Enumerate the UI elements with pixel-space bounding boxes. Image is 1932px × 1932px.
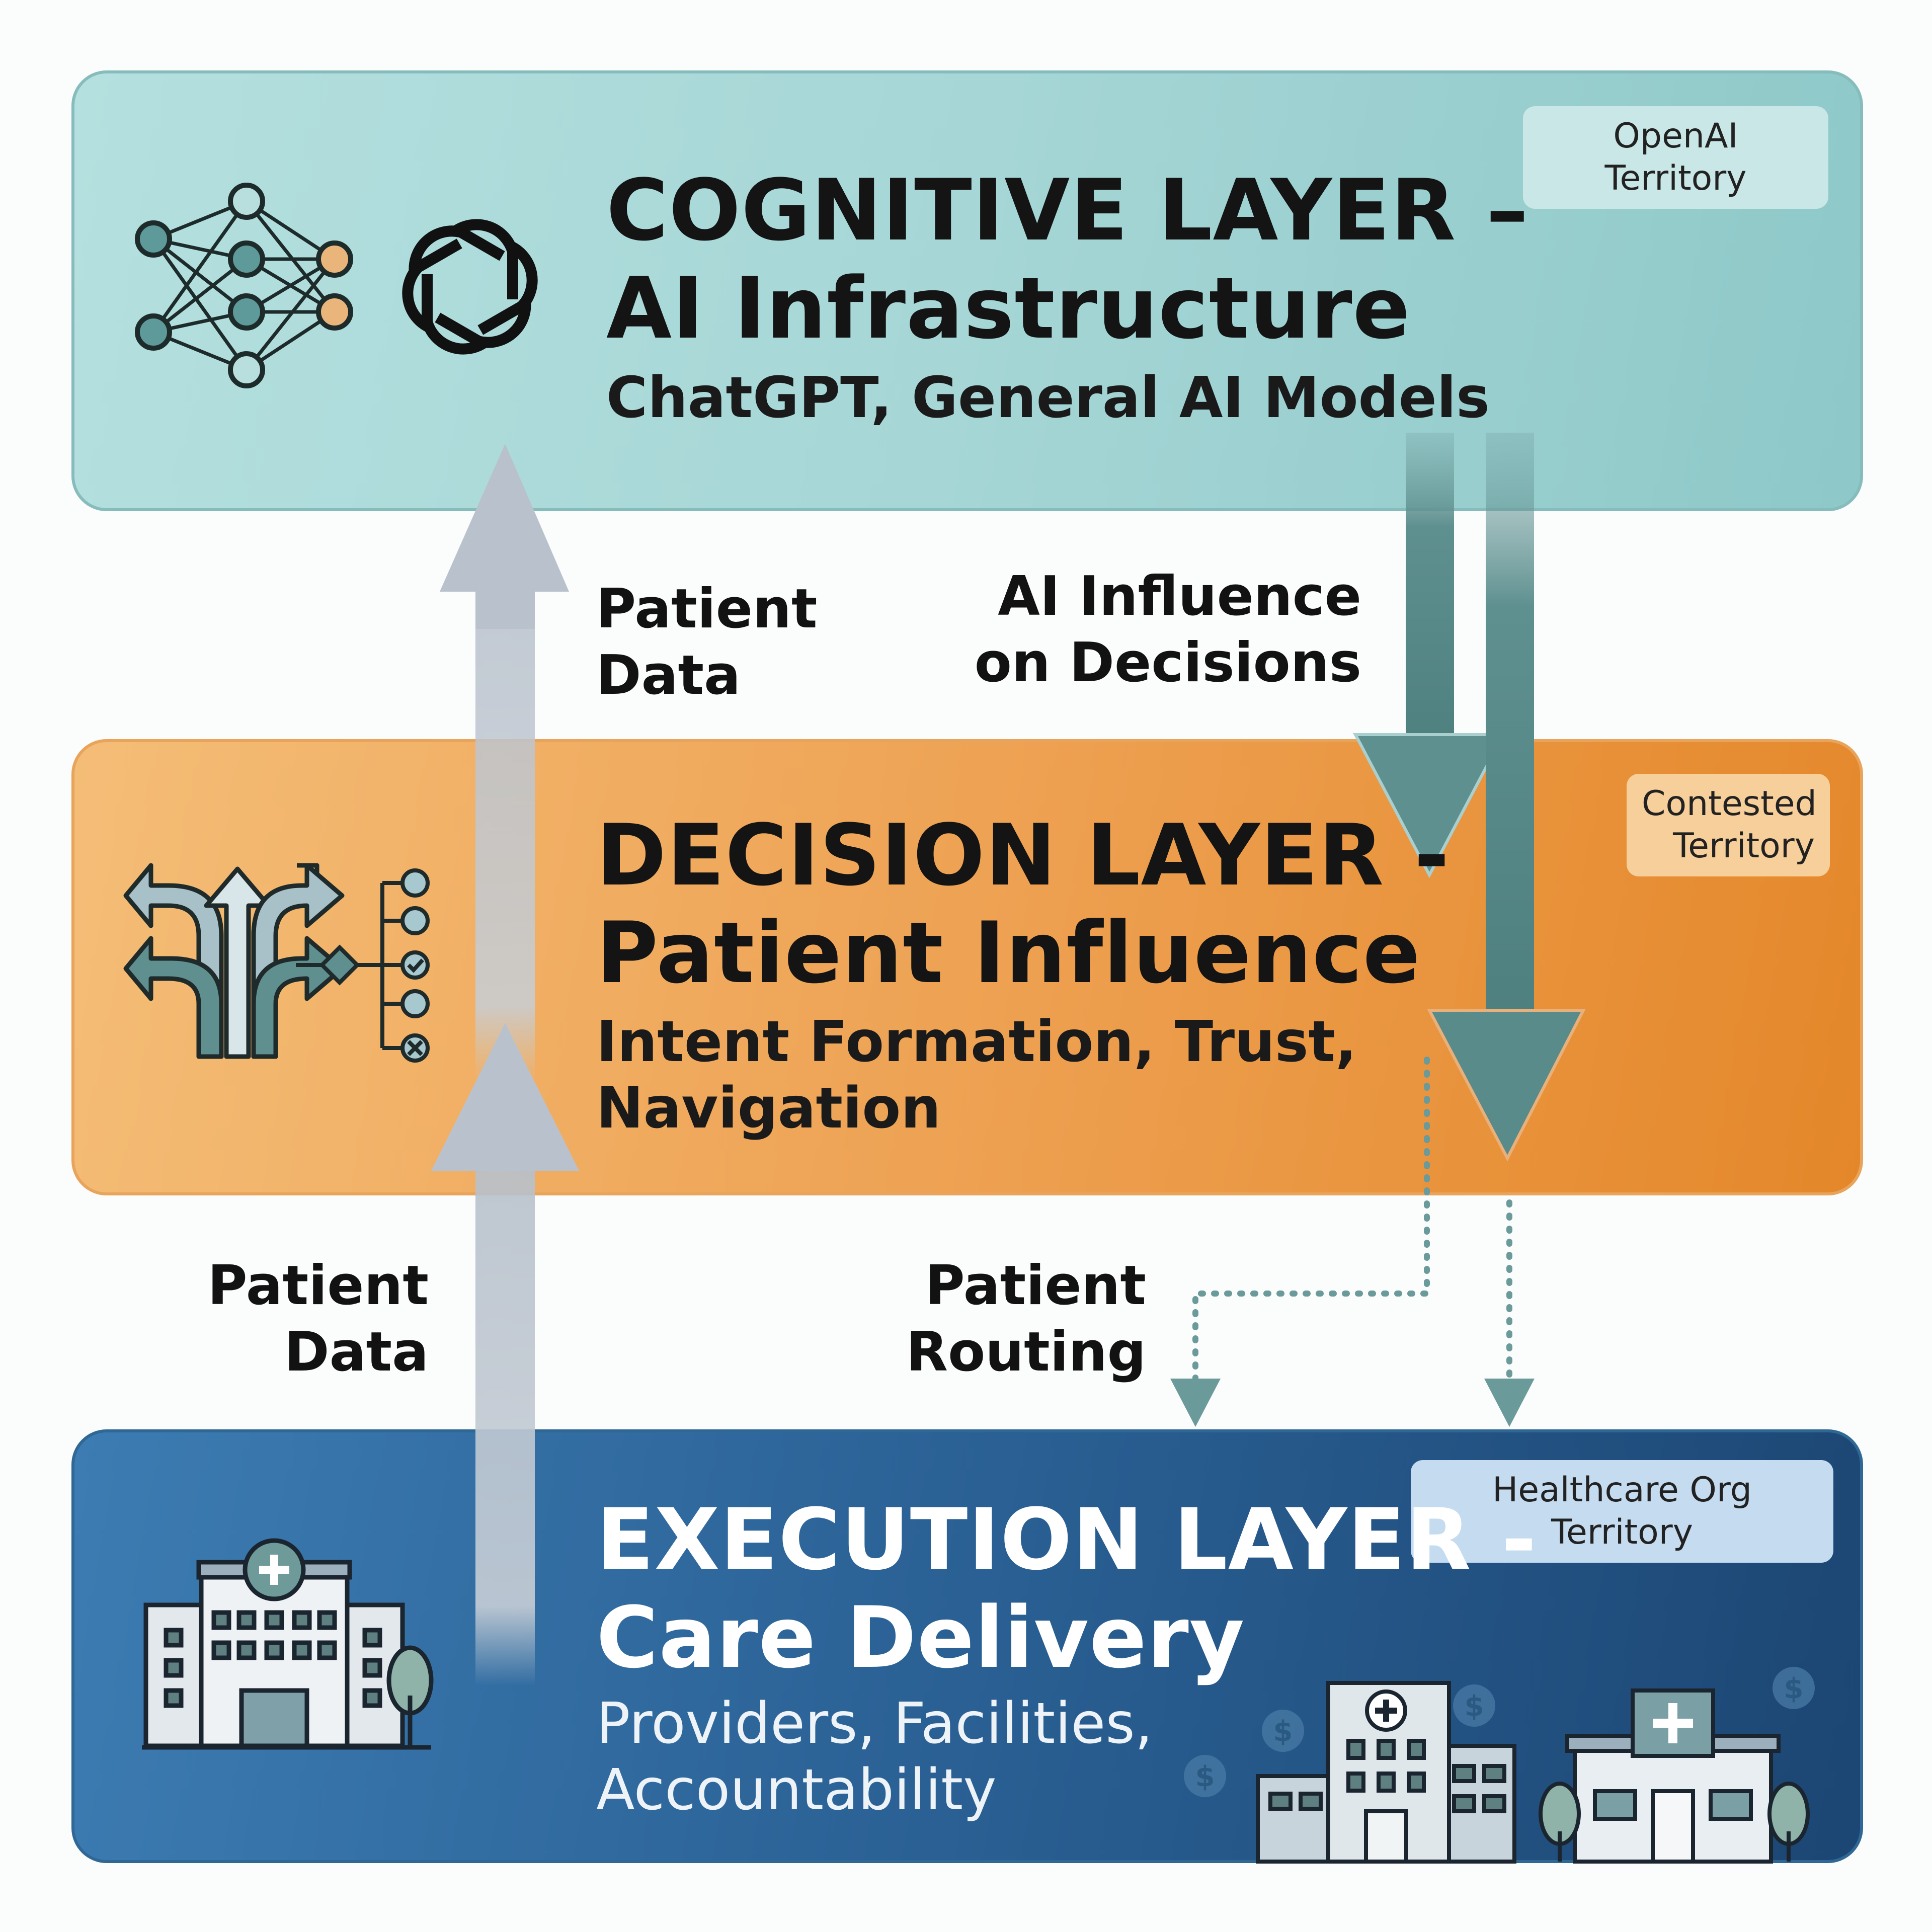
execution-title-line2: Care Delivery — [596, 1588, 1245, 1687]
patient-data-up-arrow-upper — [440, 444, 569, 1082]
decision-title-line2: Patient Influence — [596, 904, 1421, 1002]
cognitive-subtitle: ChatGPT, General AI Models — [606, 365, 1490, 431]
dollar-sign: $ — [1784, 1672, 1804, 1705]
cognitive-title-line2: AI Infrastructure — [606, 259, 1411, 358]
label-line2: Data — [596, 644, 741, 707]
label-line2: on Decisions — [974, 631, 1361, 694]
execution-subtitle-line1: Providers, Facilities, — [596, 1691, 1153, 1756]
dollar-sign: $ — [1195, 1760, 1215, 1793]
routing-arrowhead-1 — [1170, 1379, 1221, 1427]
hospital-icon — [142, 1538, 434, 1750]
clinic-icon — [1539, 1688, 1810, 1864]
badge-text-line1: Contested — [1642, 784, 1817, 824]
patient-routing-dotted-arrows — [1192, 1057, 1512, 1392]
badge-text: Healthcare Org Territory — [1492, 1470, 1752, 1552]
healthcare-org-territory-badge: Healthcare Org Territory — [1411, 1460, 1833, 1563]
execution-title-line1: EXECUTION LAYER - — [596, 1490, 1537, 1589]
label-line1: Patient — [925, 1254, 1146, 1317]
openai-logo-icon — [402, 219, 538, 355]
dollar-coin-icon — [1184, 1667, 1815, 1797]
decision-layer-panel — [71, 739, 1863, 1195]
execution-subtitle-line2: Accountability — [596, 1757, 997, 1823]
dollar-sign: $ — [1273, 1715, 1293, 1748]
cognitive-title-line1: COGNITIVE LAYER – — [606, 161, 1529, 260]
decision-tree-icon — [296, 868, 430, 1063]
decision-subtitle-line1: Intent Formation, Trust, — [596, 1009, 1357, 1075]
label-line1: Patient — [207, 1254, 429, 1317]
hospital-campus-icon — [1256, 1681, 1516, 1864]
patient-data-up-arrow-lower — [431, 1023, 579, 1685]
decision-title-line1: DECISION LAYER - — [596, 806, 1450, 905]
decision-subtitle-line2: Navigation — [596, 1076, 941, 1141]
openai-territory-badge: OpenAI Territory — [1523, 106, 1828, 209]
ai-influence-down-arrow-2 — [1427, 433, 1586, 1162]
label-line2: Routing — [906, 1321, 1146, 1384]
label-line1: AI Influence — [998, 565, 1361, 628]
badge-text: OpenAI Territory — [1604, 116, 1747, 198]
dollar-sign: $ — [1465, 1690, 1484, 1723]
label-line2: Data — [284, 1321, 429, 1384]
label-line1: Patient — [596, 578, 818, 640]
routing-arrowhead-2 — [1484, 1379, 1535, 1427]
badge-text-line2: Territory — [1673, 826, 1815, 866]
branching-arrows-icon — [123, 863, 345, 1059]
neural-network-icon — [135, 183, 353, 388]
ai-influence-down-arrow-1 — [1353, 433, 1506, 878]
